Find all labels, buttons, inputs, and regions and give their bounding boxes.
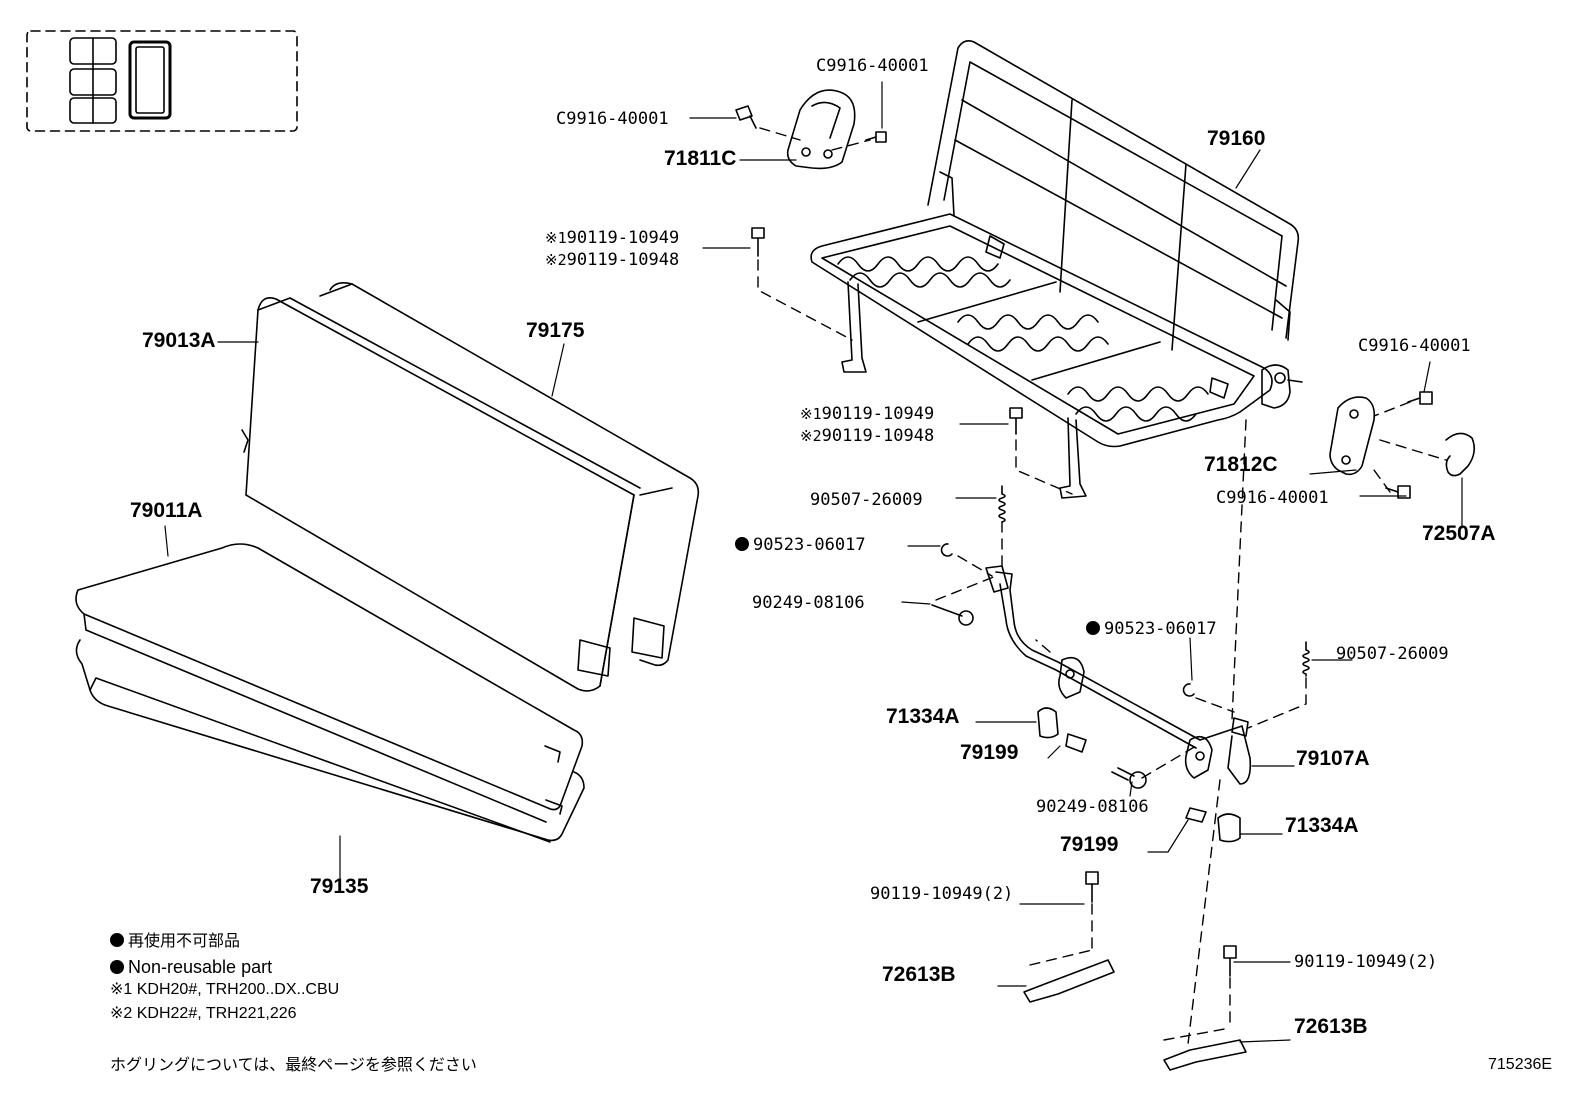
label-c9916-40001-left: C9916-40001 [556,109,669,129]
part-number: 90119-10949 [821,404,935,424]
brackets-72613b [1023,959,1247,1071]
label-c9916-40001-top: C9916-40001 [816,56,929,76]
mark-2: ※2 [545,251,567,269]
stoppers-71334a [1037,707,1241,843]
legend-jp-non-reusable: 再使用不可部品 [110,933,240,949]
label-c9916-40001-right-top: C9916-40001 [1358,336,1471,356]
e-rings [940,543,1195,697]
legend-note-1: ※1 KDH20#, TRH200..DX..CBU [110,981,340,998]
label-79013a: 79013A [142,329,216,352]
leader-lines [164,81,1463,1043]
seat-cover-79135 [75,639,585,843]
label-pin-90249-08106-right: 90249-08106 [1036,797,1149,817]
label-79011a: 79011A [130,499,203,522]
label-bolt-90119-10948-upper: ※290119-10948 [545,252,679,269]
mark-1: ※1 [800,405,822,423]
label-79175: 79175 [526,319,585,342]
part-number: 90119-10949 [566,228,680,248]
seat-cushion-79011a [75,543,584,823]
lock-rod-79107a [985,565,1252,785]
label-spring-90507-26009-right: 90507-26009 [1336,644,1449,664]
seatback-cover-79175 [319,282,700,667]
label-spring-90507-26009-left: 90507-26009 [810,490,923,510]
label-71811c: 71811C [664,147,737,170]
label-72613b-left: 72613B [882,963,956,986]
label-bolt-90119-10949-2-left: 90119-10949(2) [870,884,1014,904]
hinge-cover-71811c [786,89,856,170]
mark-1: ※1 [545,229,567,247]
fasteners [735,105,1433,977]
label-pin-90249-08106-left: 90249-08106 [752,593,865,613]
label-bolt-90119-10948-lower: ※290119-10948 [800,428,934,445]
legend-dot [110,933,124,947]
non-reusable-dot [1086,621,1100,635]
label-71334a-left: 71334A [886,705,960,728]
label-79107a: 79107A [1296,747,1370,770]
label-79199-left: 79199 [960,741,1019,764]
label-71334a-right: 71334A [1285,814,1359,837]
label-72507a: 72507A [1422,522,1496,545]
locator-inset [26,30,298,132]
legend-note-2: ※2 KDH22#, TRH221,226 [110,1005,297,1022]
label-79135: 79135 [310,875,369,898]
figure-id: 715236E [1488,1056,1553,1073]
part-number: 90119-10948 [566,250,680,270]
label-bolt-90119-10949-lower: ※190119-10949 [800,406,934,423]
seatback-cushion-79013a [241,297,641,692]
footer-jp-note: ホグリングについては、最終ページを参照ください [110,1055,477,1074]
cover-72507a [1445,432,1476,477]
seat-frame-79160 [810,40,1303,499]
label-c9916-40001-right-bottom: C9916-40001 [1216,488,1329,508]
label-72613b-right: 72613B [1294,1015,1368,1038]
label-79160: 79160 [1207,127,1266,150]
legend-en-non-reusable: Non-reusable part [110,958,272,976]
legend-dot [110,960,124,974]
pins [931,604,1147,789]
assembly-guide-lines [757,127,1447,1045]
non-reusable-dot [735,537,749,551]
legend-text: Non-reusable part [128,957,273,977]
label-bolt-90119-10949-upper: ※190119-10949 [545,230,679,247]
legend-text: 再使用不可部品 [128,931,241,950]
tension-springs [998,485,1310,677]
label-e-ring-90523-06017-right: 90523-06017 [1086,621,1217,638]
label-bolt-90119-10949-2-right: 90119-10949(2) [1294,952,1438,972]
mark-2: ※2 [800,427,822,445]
label-71812c: 71812C [1204,453,1278,476]
hinge-cover-71812c [1329,396,1376,476]
label-e-ring-90523-06017-left: 90523-06017 [735,537,866,554]
part-number: 90523-06017 [1104,619,1217,639]
spacers-79199 [1065,733,1207,823]
part-number: 90523-06017 [753,535,866,555]
part-number: 90119-10948 [821,426,935,446]
label-79199-right: 79199 [1060,833,1119,856]
